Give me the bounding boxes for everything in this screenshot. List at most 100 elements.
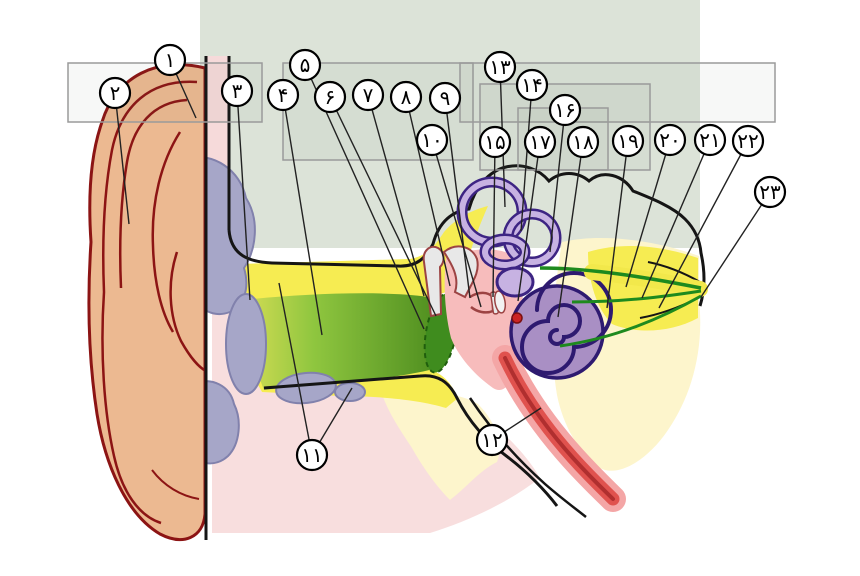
cochlear-nerve (559, 294, 702, 348)
bone-above-canal (236, 206, 488, 302)
auditory-meatus-top (647, 261, 701, 283)
label-9: ۹ (428, 81, 471, 299)
label-17: ۱۷ (517, 125, 557, 302)
label-circle (566, 125, 600, 159)
label-number: ۷ (363, 83, 374, 107)
malleus (422, 245, 445, 318)
label-number: ۲۰ (659, 128, 680, 152)
label-18: ۱۸ (557, 125, 600, 318)
label-circle (515, 68, 549, 102)
nerve-layer (539, 264, 708, 348)
inner-helix-fold (119, 98, 188, 289)
label-circle (220, 74, 254, 108)
cochlea-spiral (520, 271, 613, 375)
leader-line (236, 90, 251, 301)
label-number: ۱۱ (301, 443, 322, 467)
label-circle (483, 50, 517, 84)
label-6: ۶ (313, 80, 437, 317)
outer-ear-layer (87, 63, 207, 541)
eustachian-tube-core (503, 356, 615, 501)
pinna-folds (101, 80, 207, 525)
label-14: ۱۴ (515, 68, 549, 232)
label-3: ۳ (220, 74, 254, 301)
label-19: ۱۹ (606, 124, 645, 309)
lobe-fold (151, 469, 200, 500)
ossicles-layer (422, 245, 507, 318)
label-circle (753, 175, 787, 209)
label-circle (693, 123, 727, 157)
label-number: ۵ (300, 53, 311, 77)
vestibular-nerve (539, 266, 702, 290)
label-circle (523, 125, 557, 159)
label-number: ۸ (401, 85, 412, 109)
label-number: ۱ (165, 48, 176, 72)
label-10: ۱۰ (415, 123, 482, 308)
leader-line (700, 191, 771, 298)
leader-line (658, 140, 749, 309)
label-circle (731, 124, 765, 158)
leader-line (431, 139, 482, 308)
label-11: ۱۱ (278, 282, 353, 472)
label-number: ۱۰ (421, 128, 442, 152)
label-number: ۴ (278, 83, 289, 107)
leader-line (492, 141, 496, 298)
label-number: ۱۹ (617, 129, 638, 153)
label-2: ۲ (98, 76, 132, 225)
label-number: ۱۳ (489, 55, 511, 79)
leader-line (367, 94, 425, 297)
label-circle (415, 123, 449, 157)
label-number: ۲۲ (737, 129, 758, 153)
label-circle (313, 80, 347, 114)
label-22: ۲۲ (658, 124, 765, 309)
label-circle (478, 125, 512, 159)
vestibule (495, 266, 535, 298)
label-circle (351, 78, 385, 112)
pinna (87, 63, 207, 541)
label-1: ۱ (153, 43, 197, 119)
leader-line (517, 141, 541, 302)
skull-upper-outline (227, 164, 706, 307)
cartilage-blob-1 (275, 371, 337, 405)
leader-line (405, 96, 451, 287)
label-23: ۲۳ (700, 175, 787, 298)
helix-fold (101, 80, 198, 525)
cartilage-canal-entrance (225, 293, 267, 395)
label-15: ۱۵ (478, 125, 512, 298)
leader-line (641, 139, 711, 299)
leader-line (444, 97, 471, 299)
leader-line (557, 141, 584, 318)
label-4: ۴ (266, 78, 323, 336)
label-number: ۳ (232, 79, 243, 103)
label-16: ۱۶ (548, 93, 582, 253)
leader-line (114, 92, 130, 225)
label-circle (611, 124, 645, 158)
ear-canal (242, 293, 447, 390)
label-21: ۲۱ (641, 123, 727, 299)
label-circle (548, 93, 582, 127)
label-number: ۲ (110, 81, 121, 105)
label-number: ۲۱ (699, 128, 720, 152)
label-number: ۱۷ (529, 130, 551, 154)
round-window (511, 312, 523, 324)
label-20: ۲۰ (625, 123, 687, 288)
label-circle (266, 78, 300, 112)
leader-line (606, 140, 629, 309)
label-number: ۱۶ (554, 98, 575, 122)
label-13: ۱۳ (483, 50, 517, 208)
leader-line (625, 139, 671, 288)
label-number: ۲۳ (759, 180, 781, 204)
label-circle (153, 43, 187, 77)
label-8: ۸ (389, 80, 451, 287)
vestibulocochlear-nerve (571, 289, 702, 304)
label-circle (475, 423, 509, 457)
label-circle (98, 76, 132, 110)
leader-line (520, 84, 533, 232)
label-7: ۷ (351, 78, 425, 297)
label-number: ۱۵ (484, 130, 505, 154)
label-circle (295, 438, 329, 472)
label-12: ۱۲ (475, 407, 542, 457)
leader-line (282, 94, 323, 336)
